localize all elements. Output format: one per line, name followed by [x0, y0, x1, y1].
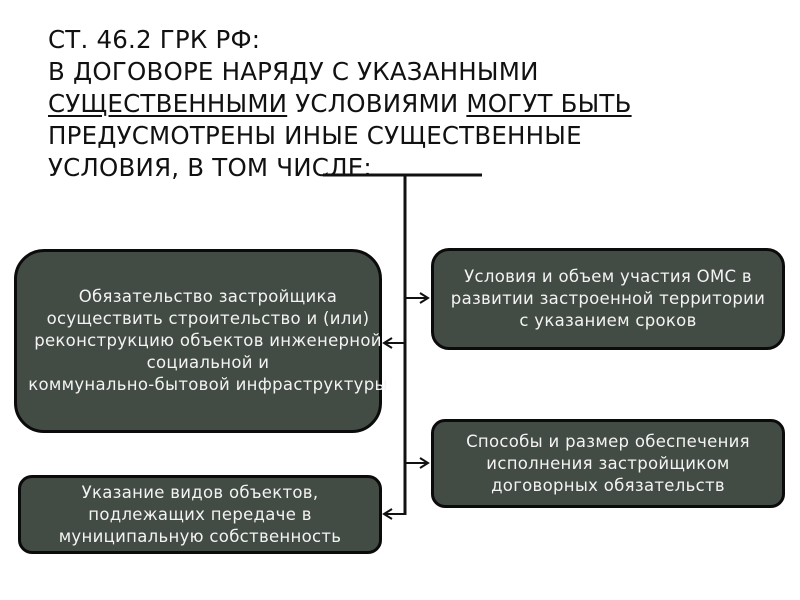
- box-developer-obligation: Обязательство застройщика осуществить ст…: [14, 249, 387, 433]
- title-underlined-may-be: МОГУТ БЫТЬ: [466, 89, 632, 118]
- box-municipal-participation: Условия и объем участия ОМС в развитии з…: [431, 248, 785, 350]
- title-line-2: В ДОГОВОРЕ НАРЯДУ С УКАЗАННЫМИ: [48, 57, 539, 86]
- arrow-security: [419, 457, 430, 469]
- arrow-participation: [419, 292, 430, 304]
- box-obligation-security-text: Способы и размер обеспечения исполнения …: [466, 431, 750, 495]
- title-line-3-middle: УСЛОВИЯМИ: [287, 89, 467, 118]
- box-municipal-objects-text: Указание видов объектов, подлежащих пере…: [58, 482, 342, 546]
- title-line-5: УСЛОВИЯ, В ТОМ ЧИСЛЕ:: [48, 153, 372, 182]
- title-underlined-essential: СУЩЕСТВЕННЫМИ: [48, 89, 288, 118]
- box-developer-obligation-text: Обязательство застройщика осуществить ст…: [28, 287, 388, 394]
- slide-title: СТ. 46.2 ГРК РФ: В ДОГОВОРЕ НАРЯДУ С УКА…: [48, 24, 768, 184]
- title-line-1: СТ. 46.2 ГРК РФ:: [48, 25, 261, 54]
- box-obligation-security: Способы и размер обеспечения исполнения …: [431, 419, 785, 508]
- box-municipal-objects: Указание видов объектов, подлежащих пере…: [18, 475, 382, 554]
- title-line-3: СУЩЕСТВЕННЫМИ УСЛОВИЯМИ МОГУТ БЫТЬ: [48, 88, 768, 120]
- box-municipal-participation-text: Условия и объем участия ОМС в развитии з…: [450, 267, 766, 330]
- title-line-4: ПРЕДУСМОТРЕНЫ ИНЫЕ СУЩЕСТВЕННЫЕ: [48, 121, 582, 150]
- arrow-objects: [382, 508, 393, 520]
